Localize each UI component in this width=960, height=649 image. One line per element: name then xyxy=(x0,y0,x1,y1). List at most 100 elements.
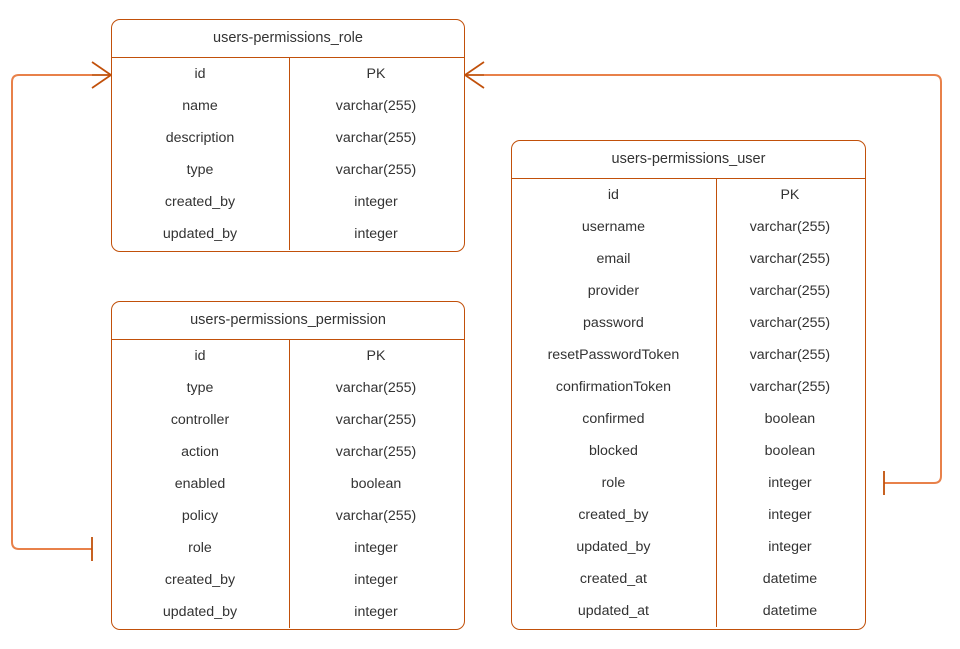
attribute-name: created_by xyxy=(578,507,649,523)
crowsfoot-many-role-right xyxy=(464,61,485,89)
attribute-row[interactable]: type varchar(255) xyxy=(112,372,464,404)
attribute-type: PK xyxy=(780,187,800,203)
attribute-name: resetPasswordToken xyxy=(547,347,680,363)
attribute-type: PK xyxy=(366,348,386,364)
attribute-name: role xyxy=(188,540,212,556)
attribute-name: username xyxy=(581,219,645,235)
attribute-row[interactable]: email varchar(255) xyxy=(512,243,865,275)
attribute-row[interactable]: policy varchar(255) xyxy=(112,500,464,532)
attribute-type: varchar(255) xyxy=(749,379,831,395)
attribute-row[interactable]: updated_by integer xyxy=(512,531,865,563)
attribute-type: PK xyxy=(366,66,386,82)
attribute-type: varchar(255) xyxy=(749,283,831,299)
attribute-name: id xyxy=(607,187,619,203)
attribute-row[interactable]: created_by integer xyxy=(112,186,464,218)
attribute-row[interactable]: confirmed boolean xyxy=(512,403,865,435)
column-divider xyxy=(716,179,717,627)
attribute-row[interactable]: confirmationToken varchar(255) xyxy=(512,371,865,403)
entity-users-permissions-permission[interactable]: users-permissions_permission id PK type var… xyxy=(111,301,465,630)
attribute-type: varchar(255) xyxy=(335,380,417,396)
attribute-type: integer xyxy=(354,540,398,556)
attribute-row[interactable]: updated_by integer xyxy=(112,596,464,628)
attribute-row[interactable]: type varchar(255) xyxy=(112,154,464,186)
attribute-row[interactable]: updated_at datetime xyxy=(512,595,865,627)
attribute-row[interactable]: role integer xyxy=(512,467,865,499)
attribute-type: varchar(255) xyxy=(749,347,831,363)
attribute-type: varchar(255) xyxy=(335,444,417,460)
attribute-name: enabled xyxy=(174,476,226,492)
entity-title-users-permissions-user: users-permissions_user xyxy=(512,141,865,179)
attribute-name: type xyxy=(186,380,214,396)
attribute-type: varchar(255) xyxy=(335,508,417,524)
attribute-row[interactable]: provider varchar(255) xyxy=(512,275,865,307)
attribute-row[interactable]: id PK xyxy=(512,179,865,211)
relationship-permission-role xyxy=(11,61,112,561)
attribute-name: password xyxy=(583,315,644,331)
attribute-name: updated_by xyxy=(162,226,238,242)
attribute-type: integer xyxy=(354,194,398,210)
attribute-row[interactable]: id PK xyxy=(112,340,464,372)
attribute-name: provider xyxy=(587,283,640,299)
column-divider xyxy=(289,340,290,628)
column-divider xyxy=(289,58,290,250)
attribute-type: varchar(255) xyxy=(335,162,417,178)
relationship-line-permission-role xyxy=(11,74,92,550)
entity-title-users-permissions-role: users-permissions_role xyxy=(112,20,464,58)
attribute-type: integer xyxy=(768,475,812,491)
attribute-name: email xyxy=(596,251,631,267)
attribute-name: description xyxy=(165,130,235,146)
attribute-row[interactable]: description varchar(255) xyxy=(112,122,464,154)
attribute-row[interactable]: blocked boolean xyxy=(512,435,865,467)
attribute-name: updated_by xyxy=(162,604,238,620)
entity-users-permissions-user[interactable]: users-permissions_user id PK username varch… xyxy=(511,140,866,630)
attribute-row[interactable]: created_by integer xyxy=(512,499,865,531)
attribute-row[interactable]: role integer xyxy=(112,532,464,564)
attribute-type: boolean xyxy=(764,411,816,427)
attribute-name: name xyxy=(182,98,218,114)
crowsfoot-many-role-left xyxy=(91,61,112,89)
attribute-row[interactable]: password varchar(255) xyxy=(512,307,865,339)
attribute-name: updated_by xyxy=(576,539,651,555)
attribute-row[interactable]: enabled boolean xyxy=(112,468,464,500)
attribute-type: varchar(255) xyxy=(335,130,417,146)
attribute-name: id xyxy=(194,66,206,82)
attribute-name: controller xyxy=(170,412,230,428)
attribute-name: confirmationToken xyxy=(555,379,671,395)
attribute-type: varchar(255) xyxy=(749,219,831,235)
attribute-row[interactable]: created_by integer xyxy=(112,564,464,596)
attribute-type: varchar(255) xyxy=(749,251,831,267)
attribute-name: created_by xyxy=(164,572,236,588)
attribute-type: boolean xyxy=(764,443,816,459)
entity-title-users-permissions-permission: users-permissions_permission xyxy=(112,302,464,340)
attribute-row[interactable]: id PK xyxy=(112,58,464,90)
attribute-row[interactable]: updated_by integer xyxy=(112,218,464,250)
attribute-name: role xyxy=(601,475,626,491)
attribute-name: created_at xyxy=(579,571,647,587)
attribute-type: integer xyxy=(768,539,812,555)
attribute-row[interactable]: username varchar(255) xyxy=(512,211,865,243)
attribute-name: confirmed xyxy=(582,411,645,427)
entity-body-users-permissions-user: id PK username varchar(255) email varchar(255… xyxy=(512,179,865,627)
attribute-name: created_by xyxy=(164,194,236,210)
attribute-type: integer xyxy=(354,226,398,242)
attribute-name: blocked xyxy=(588,443,638,459)
attribute-type: varchar(255) xyxy=(749,315,831,331)
attribute-row[interactable]: resetPasswordToken varchar(255) xyxy=(512,339,865,371)
attribute-name: type xyxy=(186,162,214,178)
attribute-type: integer xyxy=(354,604,398,620)
attribute-name: id xyxy=(194,348,206,364)
attribute-name: updated_at xyxy=(577,603,649,619)
attribute-name: policy xyxy=(181,508,219,524)
attribute-type: integer xyxy=(354,572,398,588)
attribute-type: integer xyxy=(768,507,812,523)
attribute-type: datetime xyxy=(762,603,818,619)
attribute-type: boolean xyxy=(350,476,402,492)
